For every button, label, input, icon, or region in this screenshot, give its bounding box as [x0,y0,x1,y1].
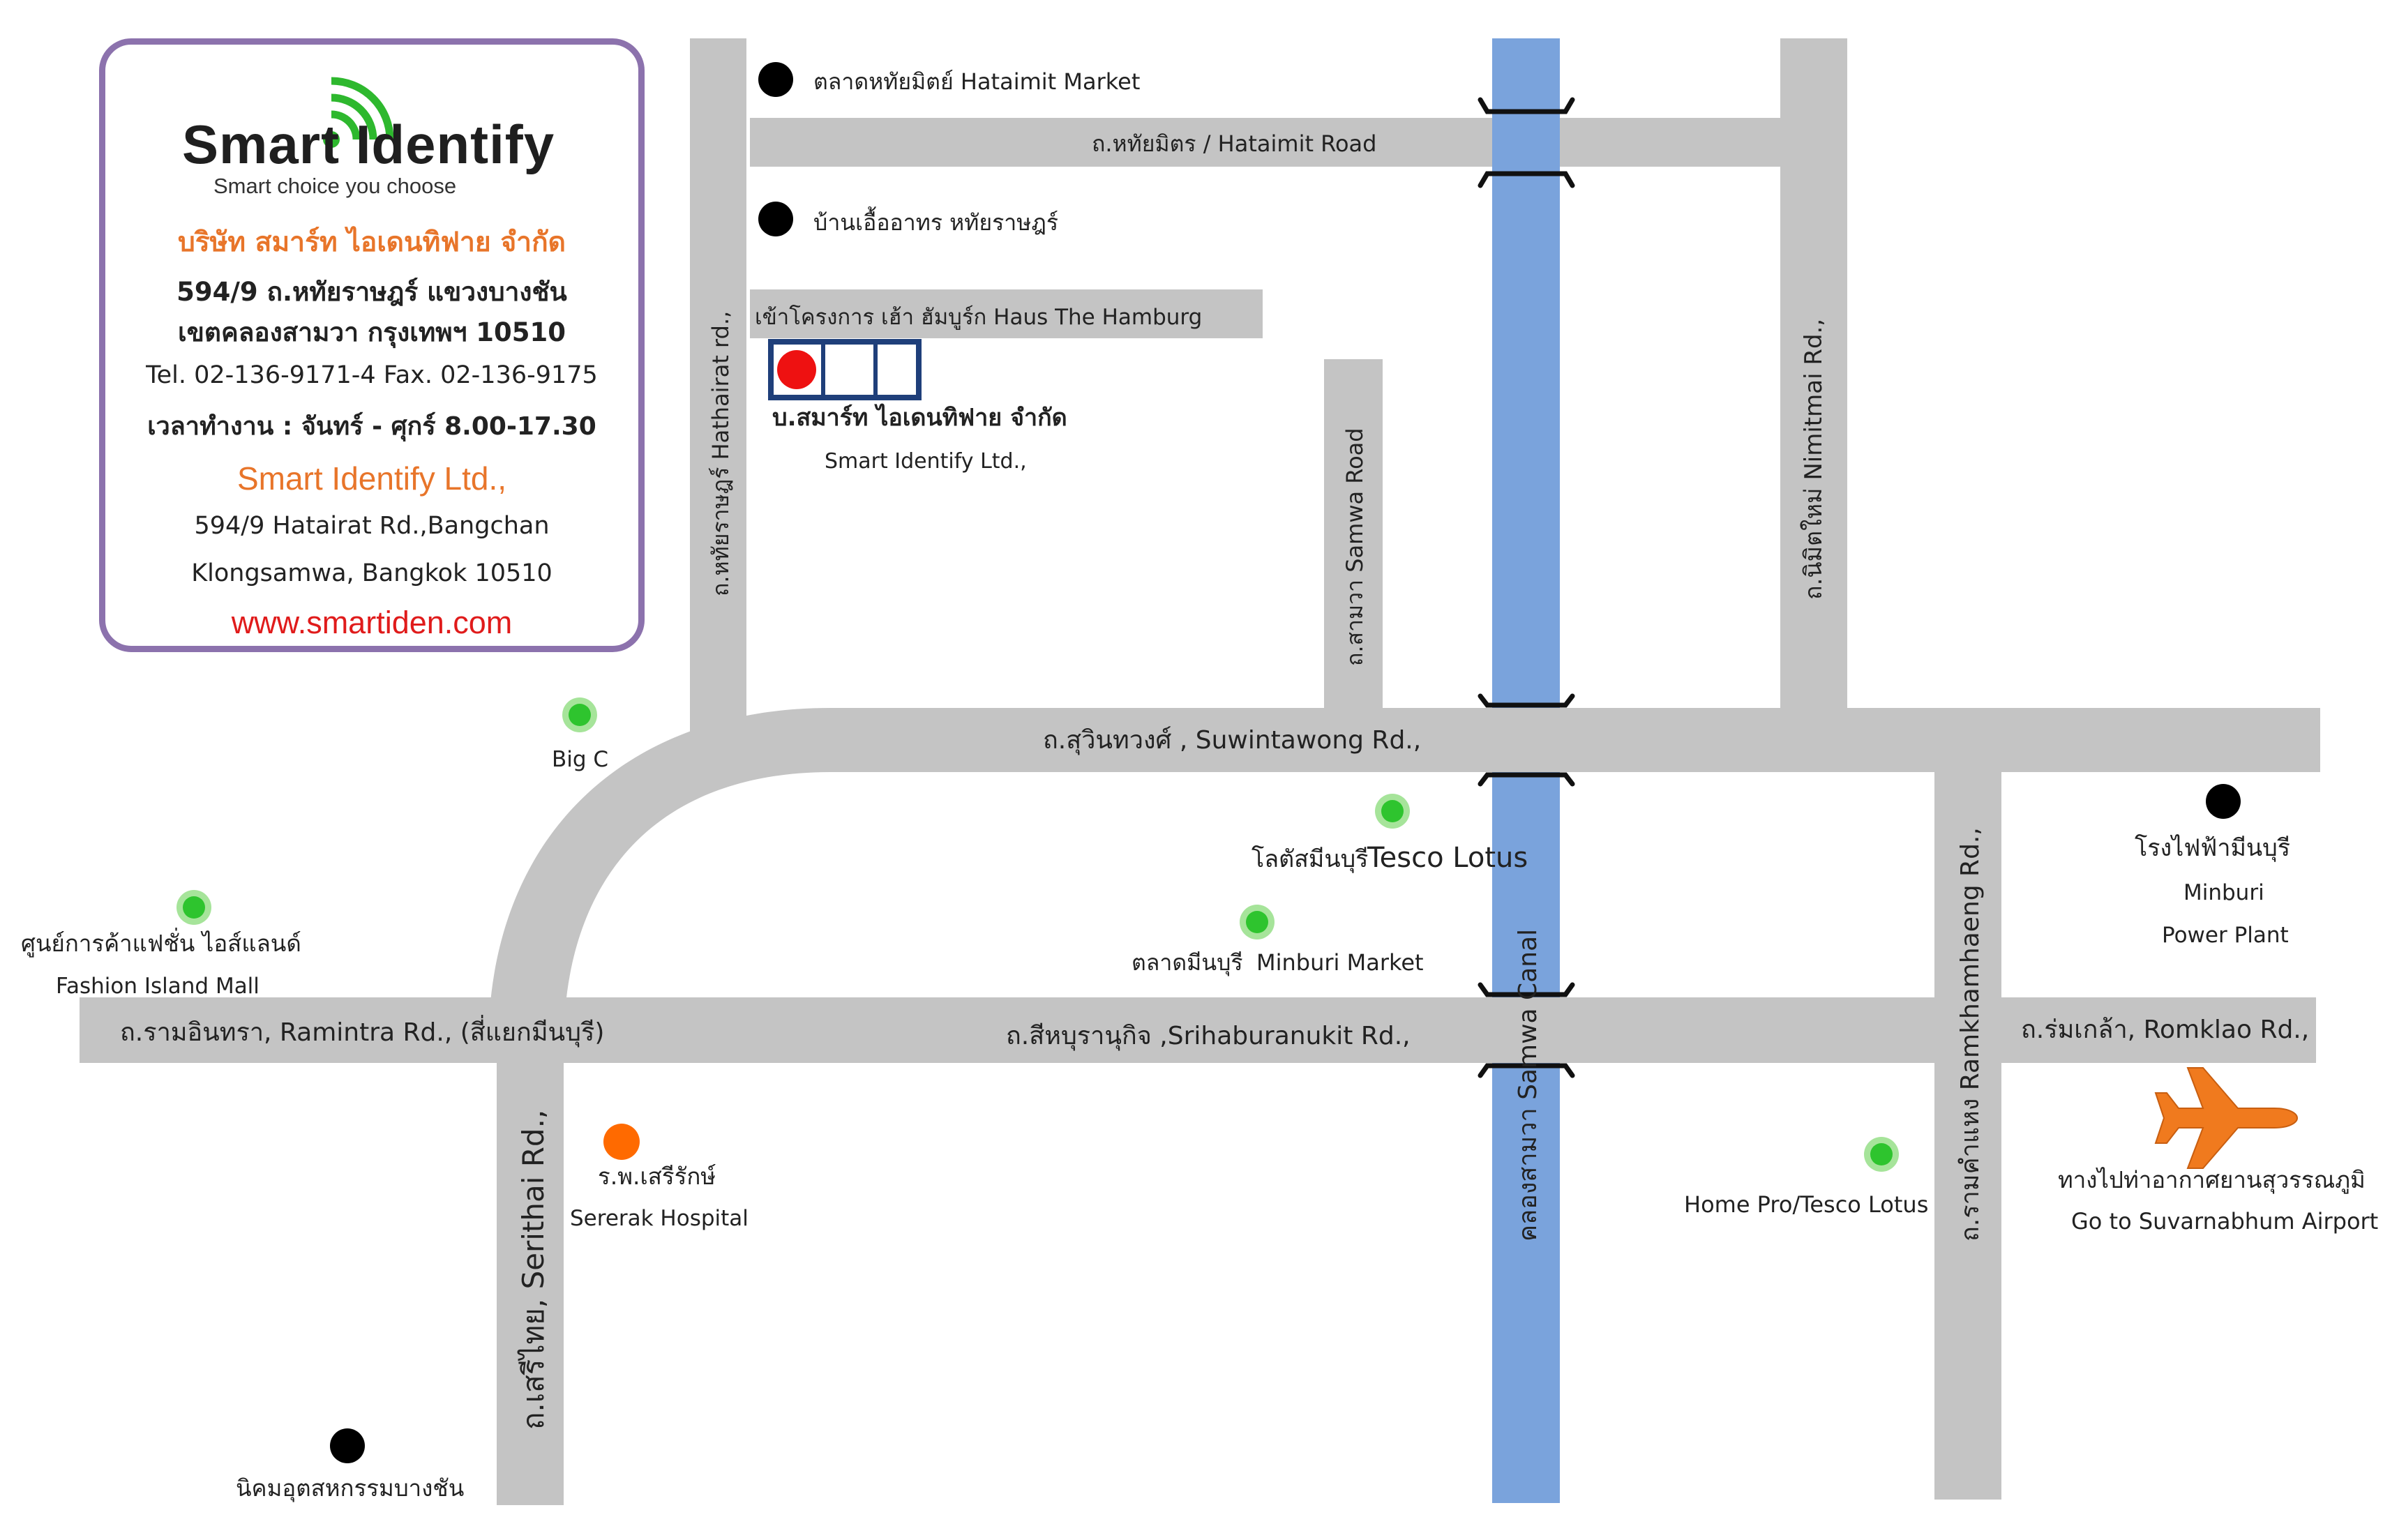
samwa-road-label: ถ.สามวา Samwa Road [1341,428,1368,666]
bridge-hataimit-bottom [1478,171,1575,188]
bridge-hataimit-top [1478,97,1575,114]
hataimit-market-label: ตลาดหทัยมิตย์ Hataimit Market [813,68,1140,95]
power-plant-en-label-2: Power Plant [2162,923,2289,948]
company-label-en: Smart Identify Ltd., [825,449,1027,474]
building-outline [768,339,922,400]
address-en-line-2: Klongsamwa, Bangkok 10510 [191,559,552,587]
suwintawong-road-label: ถ.สุวินทวงศ์ , Suwintawong Rd., [1043,726,1421,755]
serithai-road [497,1004,564,1505]
company-name-th: บริษัท สมาร์ท ไอเดนทิฟาย จำกัด [177,227,566,258]
road-labels: ถ.หทัยมิตร / Hataimit Road ถ.หทัยราษฎร์ … [120,130,2309,1430]
hathairat-road-label: ถ.หทัยราษฎร์ Hathairat rd., [707,311,734,596]
road-network [80,38,2320,1505]
samwa-road [1324,359,1383,715]
srihaburanukit-road-label: ถ.สีหบุรานุกิจ ,Srihaburanukit Rd., [1006,1022,1411,1051]
haus-entrance-road [750,289,1263,338]
black-dot-marker [758,202,793,236]
ramkhamhaeng-road-label: ถ.รามคำแหง Ramkhamhaeng Rd., [1956,827,1985,1241]
hataimit-road-label: ถ.หทัยมิตร / Hataimit Road [1092,130,1376,157]
samwa-canal [1492,38,1560,1503]
bridges [1478,97,1575,1078]
fashion-island-en-label: Fashion Island Mall [56,974,260,999]
canal-water-north [1492,38,1560,708]
green-dot-marker [1375,794,1410,829]
homepro-label: Home Pro/Tesco Lotus [1684,1191,1928,1218]
green-dot-marker [1240,905,1275,939]
bridge-srihaburanukit-bottom [1478,1063,1575,1078]
industrial-estate-label: นิคมอุตสหกรรมบางชัน [236,1474,464,1502]
airplane-icon [2154,1067,2299,1169]
minburi-market-en-label: Minburi Market [1256,949,1424,976]
suwintawong-road [830,708,2320,772]
green-dot-marker [562,697,597,732]
big-c-label: Big C [552,747,608,772]
address-th-line-2: เขตคลองสามวา กรุงเทพฯ 10510 [177,317,566,347]
bridge-srihaburanukit-top [1478,982,1575,997]
suwintawong-curve [488,708,830,1046]
black-dot-marker [330,1428,365,1463]
company-label-th: บ.สมาร์ท ไอเดนทิฟาย จำกัด [772,403,1067,432]
markers [176,62,2241,1463]
sererak-hospital-th-label: ร.พ.เสรีรักษ์ [598,1163,716,1190]
airport-en-label: Go to Suvarnabhum Airport [2071,1208,2378,1235]
website-link[interactable]: www.smartiden.com [231,605,513,640]
address-th-line-1: 594/9 ถ.หทัยราษฎร์ แขวงบางชัน [176,277,567,307]
hathairat-road [690,38,746,736]
bridge-suwintawong-top [1478,693,1575,708]
tesco-lotus-en-label: Tesco Lotus [1367,842,1528,874]
bridge-suwintawong-bottom [1478,772,1575,787]
romklao-road-label: ถ.ร่มเกล้า, Romklao Rd., [2021,1016,2309,1044]
ramintra-road-label: ถ.รามอินทรา, Ramintra Rd., (สี่แยกมีนบุร… [120,1015,604,1048]
company-building [768,339,922,400]
green-dot-marker [176,890,211,925]
sererak-hospital-en-label: Sererak Hospital [570,1206,749,1231]
power-plant-th-label: โรงไฟฟ้ามีนบุรี [2135,834,2290,862]
ramkhamhaeng-road [1934,772,2001,1500]
company-info-card: Smart Identify Smart choice you choose บ… [99,38,645,652]
power-plant-en-label-1: Minburi [2183,880,2264,905]
serithai-road-label: ถ.เสรีไทย, Serithai Rd., [516,1110,550,1430]
fashion-island-th-label: ศูนย์การค้าแฟชั่น ไอส์แลนด์ [21,928,301,958]
logo-wordmark: Smart Identify [182,114,555,175]
canal-water-middle [1492,772,1560,997]
address-en-line-1: 594/9 Hatairat Rd.,Bangchan [194,512,550,540]
haus-entrance-label: เข้าโครงการ เฮ้า ฮัมบูร์ก Haus The Hambu… [755,305,1202,330]
black-dot-marker [758,62,793,97]
canal-water-south [1492,1063,1560,1503]
nimitmai-road-label: ถ.นิมิตใหม่ Nimitmai Rd., [1800,319,1828,600]
red-dot-marker [777,350,816,389]
logo-tagline: Smart choice you choose [213,174,457,198]
baan-uea-label: บ้านเอื้ออาทร หทัยราษฎร์ [813,206,1058,236]
working-hours: เวลาทำงาน : จันทร์ - ศุกร์ 8.00-17.30 [147,412,596,441]
hataimit-road [750,118,1835,167]
black-dot-marker [2206,784,2241,819]
phone-fax: Tel. 02-136-9171-4 Fax. 02-136-9175 [146,361,598,389]
wifi-signal-icon [323,77,394,148]
orange-dot-marker [603,1124,640,1160]
samwa-canal-label: คลองสามวา Samwa Canal [1514,929,1542,1241]
company-name-en: Smart Identify Ltd., [236,460,507,497]
airport-th-label: ทางไปท่าอากาศยานสุวรรณภูมิ [2058,1166,2366,1194]
tesco-lotus-th-label: โลตัสมีนบุรี [1251,845,1368,873]
minburi-market-th-label: ตลาดมีนบุรี [1132,949,1243,976]
green-dot-marker [1864,1137,1899,1172]
nimitmai-road [1780,38,1847,715]
place-labels: ตลาดหทัยมิตย์ Hataimit Market บ้านเอื้ออ… [21,68,2378,1502]
